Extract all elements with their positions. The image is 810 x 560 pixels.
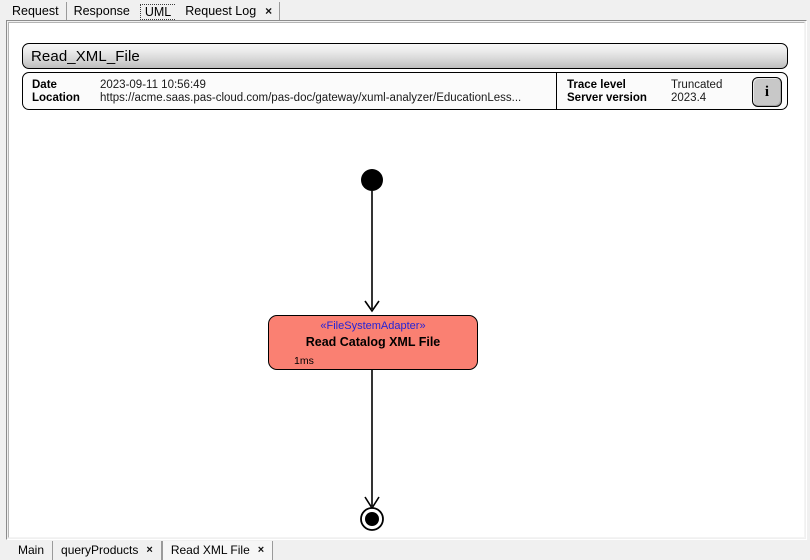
tab-uml[interactable]: UML <box>139 4 176 20</box>
trace-info-left: Date 2023-09-11 10:56:49 Location https:… <box>23 79 521 104</box>
trace-header-card: Read_XML_File Date 2023-09-11 10:56:49 L… <box>22 43 788 110</box>
tab-request[interactable]: Request <box>8 2 67 20</box>
tab-label: queryProducts <box>61 543 139 557</box>
trace-level-label: Trace level <box>567 78 626 91</box>
tab-label: UML <box>144 5 172 19</box>
diagram-surface: Read_XML_File Date 2023-09-11 10:56:49 L… <box>8 22 805 538</box>
tab-label: Response <box>73 4 130 18</box>
bottom-tab-queryproducts[interactable]: queryProducts × <box>53 540 162 560</box>
server-version-value: 2023.4 <box>671 91 707 104</box>
date-value: 2023-09-11 10:56:49 <box>100 78 206 91</box>
location-value: https://acme.saas.pas-cloud.com/pas-doc/… <box>100 91 522 104</box>
location-label: Location <box>32 91 80 104</box>
date-label: Date <box>32 78 57 91</box>
final-state-node[interactable] <box>365 512 379 526</box>
bottom-tab-main[interactable]: Main <box>10 540 54 560</box>
top-tab-strip: Request Response UML Request Log × <box>0 0 810 20</box>
bottom-tab-read-xml-file[interactable]: Read XML File × <box>161 540 274 560</box>
close-icon[interactable]: × <box>265 4 273 18</box>
bottom-tab-strip: Main queryProducts × Read XML File × <box>0 540 810 560</box>
close-icon[interactable]: × <box>257 543 265 556</box>
info-icon: i <box>764 83 770 100</box>
trace-info-panel: Date 2023-09-11 10:56:49 Location https:… <box>22 72 788 110</box>
tab-label: Read XML File <box>170 543 250 557</box>
activity-node-read-catalog-xml-file[interactable]: «FileSystemAdapter» Read Catalog XML Fil… <box>268 315 478 370</box>
diagram-title-bar: Read_XML_File <box>22 43 788 69</box>
activity-diagram-svg <box>360 169 384 531</box>
activity-stereotype: «FileSystemAdapter» <box>320 320 426 332</box>
page-title: Read_XML_File <box>31 47 140 65</box>
server-version-label: Server version <box>567 91 647 104</box>
activity-diagram-canvas: «FileSystemAdapter» Read Catalog XML Fil… <box>9 131 804 537</box>
close-icon[interactable]: × <box>146 543 153 556</box>
activity-duration: 1ms <box>294 355 314 367</box>
activity-title: Read Catalog XML File <box>305 335 441 349</box>
tab-label: Request <box>12 4 59 18</box>
tab-response[interactable]: Response <box>67 2 137 20</box>
tab-label: Main <box>18 543 45 557</box>
tab-label: Request Log <box>185 4 257 18</box>
trace-level-value: Truncated <box>671 78 723 91</box>
initial-state-node[interactable] <box>361 169 383 191</box>
diagram-frame: Read_XML_File Date 2023-09-11 10:56:49 L… <box>6 20 807 540</box>
arrowhead-icon <box>364 300 380 313</box>
tab-request-log[interactable]: Request Log × <box>178 2 281 20</box>
trace-info-right: Trace level Truncated Server version 202… <box>556 73 737 109</box>
info-button[interactable]: i <box>752 77 782 107</box>
